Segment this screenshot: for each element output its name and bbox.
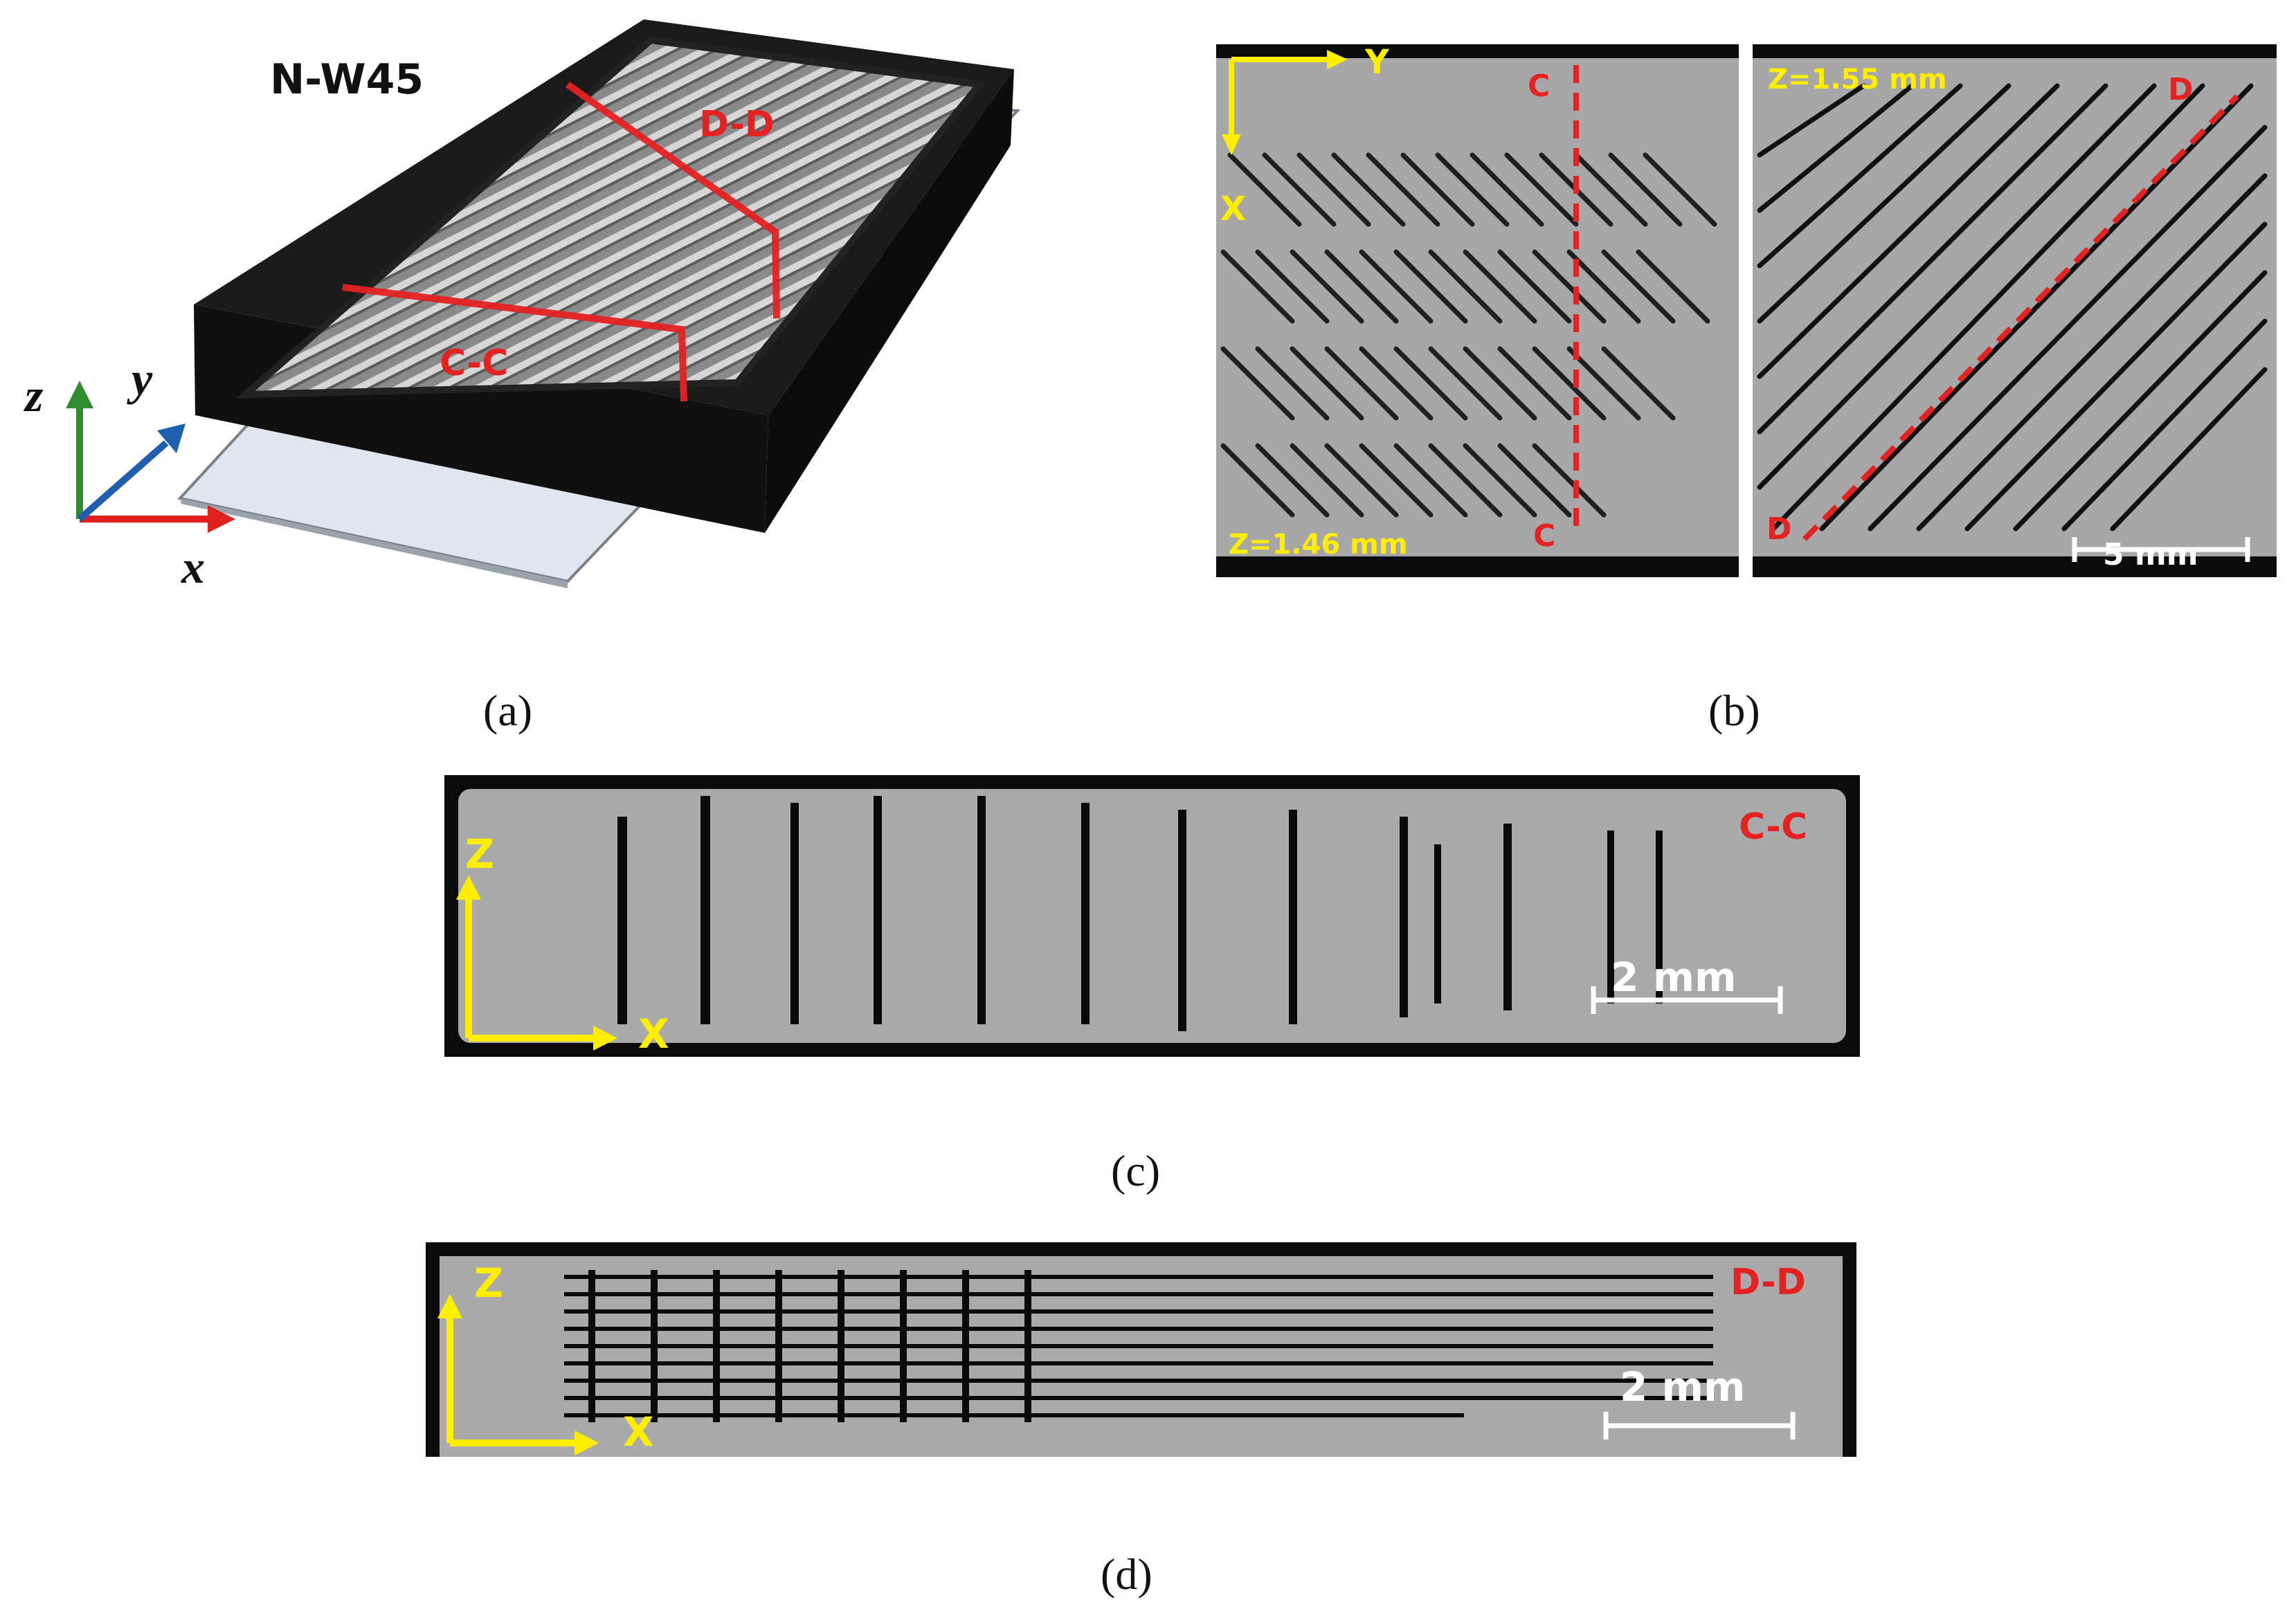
axis-label-x: X	[1220, 190, 1247, 228]
cut-line-dd	[1802, 94, 2239, 541]
caption-a: (a)	[483, 686, 533, 735]
cut-label-bottom: C	[1533, 518, 1556, 554]
scale-label: 2 mm	[1620, 1363, 1746, 1410]
panel-d-section: Z X D-D 2 mm	[426, 1242, 1856, 1457]
panel-d-pores	[437, 1270, 1796, 1455]
section-cc-line	[342, 284, 687, 402]
axis-label-y: Y	[1365, 44, 1389, 82]
panel-c-section: Z X C-C 2 mm	[444, 775, 1860, 1057]
axis-label-y: y	[132, 352, 153, 405]
cut-label-top: D	[2168, 72, 2194, 107]
z-level-label: Z=1.55 mm	[1768, 64, 1947, 96]
box-right	[765, 69, 1014, 533]
sample-label: N-W45	[270, 55, 424, 104]
axis-label-x: X	[623, 1408, 654, 1455]
axis-y-arrow	[77, 440, 169, 522]
section-label-dd: D-D	[699, 104, 775, 145]
axis-label-z: z	[25, 369, 44, 421]
scale-label: 2 mm	[1611, 954, 1737, 1001]
panel-c-pores	[456, 796, 1783, 1051]
section-label: D-D	[1730, 1262, 1806, 1303]
panel-b-left-slice: Y X C C Z=1.46 mm	[1216, 44, 1739, 577]
section-dd-line	[566, 81, 780, 319]
scale-label: 5 mm	[2103, 537, 2198, 572]
caption-b: (b)	[1708, 686, 1760, 735]
axis-label-x: X	[638, 1010, 669, 1057]
axis-label-z: Z	[474, 1260, 504, 1307]
cut-label-top: C	[1528, 69, 1551, 104]
z-level-label: Z=1.46 mm	[1229, 529, 1408, 561]
section-label-cc: C-C	[440, 343, 509, 384]
panel-a-render	[66, 19, 1021, 588]
panel-b-right-slice: Z=1.55 mm D D 5 mm	[1753, 44, 2277, 577]
panel-a: N-W45 D-D C-C x y z	[0, 0, 1177, 637]
section-label: C-C	[1739, 806, 1808, 848]
panel-b-left-pores	[1220, 50, 1717, 532]
caption-c: (c)	[1111, 1146, 1161, 1195]
panel-b-right-pores	[1757, 83, 2268, 562]
caption-d: (d)	[1101, 1550, 1152, 1599]
cut-label-bottom: D	[1766, 511, 1792, 547]
axis-label-z: Z	[465, 830, 495, 878]
axis-label-x: x	[181, 541, 205, 593]
